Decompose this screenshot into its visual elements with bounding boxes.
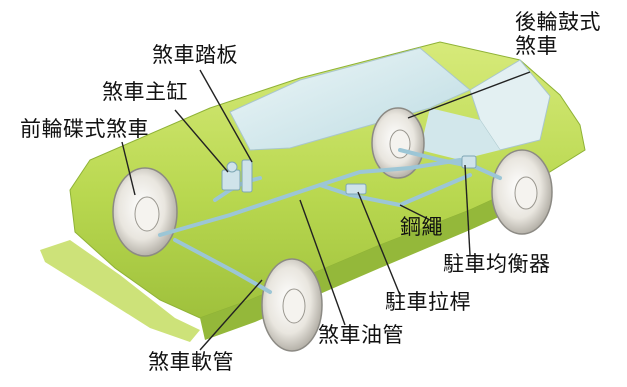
pedal-assembly [221,155,477,195]
label-cable: 鋼繩 [400,215,443,239]
label-parking-lever: 駐車拉桿 [385,290,471,314]
label-master-cylinder: 煞車主缸 [102,80,188,104]
leader-lines [121,69,531,351]
front-right-wheel [261,258,323,352]
front-left-wheel [112,167,178,257]
rear-right-wheel [491,149,553,235]
brake-lines [158,148,502,294]
label-brake-pedal: 煞車踏板 [152,43,238,67]
label-brake-hose: 煞車軟管 [148,350,234,374]
label-brake-line: 煞車油管 [318,323,404,347]
label-rear-drum-brake-line1: 後輪鼓式 [515,10,601,34]
label-rear-drum-brake: 後輪鼓式 煞車 [515,10,601,58]
label-parking-equalizer: 駐車均衡器 [443,252,551,276]
label-rear-drum-brake-line2: 煞車 [515,34,558,59]
label-front-disc-brake: 前輪碟式煞車 [20,117,149,141]
car-glass [229,47,551,160]
